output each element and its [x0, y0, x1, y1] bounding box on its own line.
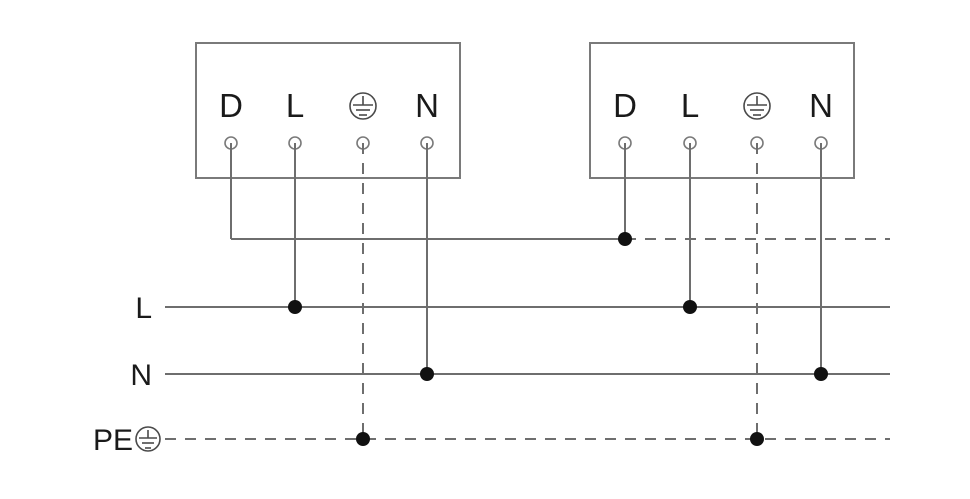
device-right: D L N [589, 42, 855, 179]
device-right-earth-icon [743, 92, 771, 120]
bus-label-l: L [135, 292, 152, 325]
junction-dot-l-left [288, 300, 302, 314]
device-left-terminal-label-l: L [286, 87, 304, 124]
junction-dot-d-right [618, 232, 632, 246]
junction-dot-pe-right [750, 432, 764, 446]
device-left-terminal-label-d: D [219, 87, 243, 124]
device-left-terminal-label-n: N [415, 87, 439, 124]
device-right-outline [589, 42, 855, 179]
bus-label-n: N [130, 359, 152, 392]
device-right-terminal-label-n: N [809, 87, 833, 124]
junction-dot-l-right [683, 300, 697, 314]
junction-dot-n-left [420, 367, 434, 381]
device-left-outline [195, 42, 461, 179]
device-left: D L N [195, 42, 461, 179]
bus-label-pe: PE [93, 424, 133, 457]
device-left-earth-icon [349, 92, 377, 120]
bus-pe-earth-icon [135, 426, 161, 452]
junction-dot-n-right [814, 367, 828, 381]
device-right-terminal-label-l: L [681, 87, 699, 124]
device-right-terminal-label-d: D [613, 87, 637, 124]
junction-dot-pe-left [356, 432, 370, 446]
